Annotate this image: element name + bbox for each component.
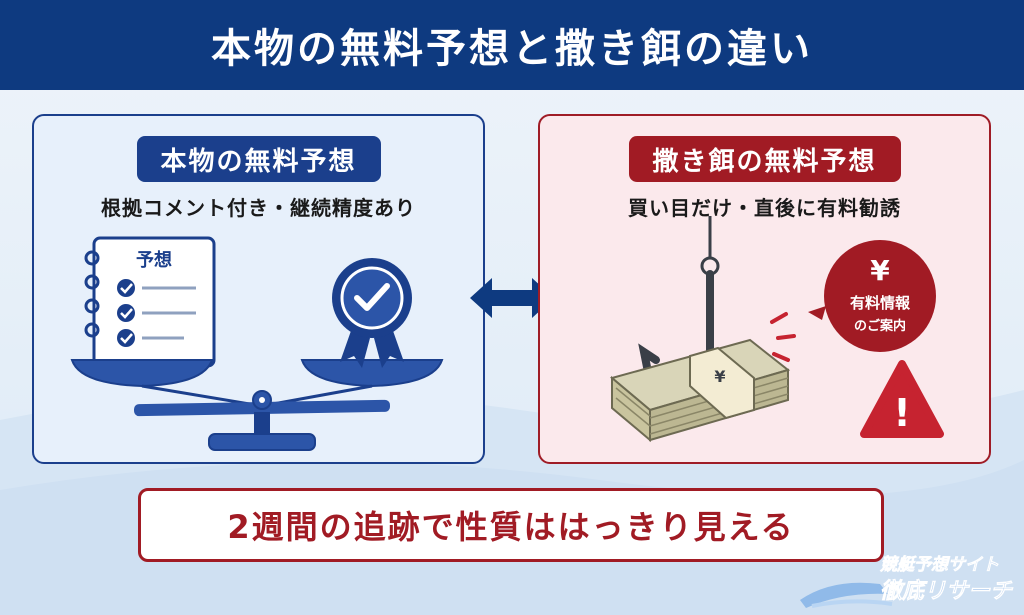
conclusion-text: 2週間の追跡で性質ははっきり見える xyxy=(227,508,795,546)
page-title: 本物の無料予想と撒き餌の違い xyxy=(211,26,813,72)
bubble-line2: のご案内 xyxy=(854,318,906,334)
speech-bubble-icon: ¥ 有料情報 のご案内 xyxy=(808,240,936,352)
warning-icon: ! xyxy=(860,360,944,438)
money-band-symbol: ¥ xyxy=(714,367,725,386)
notepad-label: 予想 xyxy=(136,249,172,271)
swap-arrow-icon xyxy=(470,278,554,318)
award-badge-icon xyxy=(332,258,412,368)
bubble-yen: ¥ xyxy=(870,254,890,287)
logo-line1: 競艇予想サイト xyxy=(880,555,999,575)
logo-line2: 徹底リサーチ xyxy=(880,578,1014,604)
bait-illustration: ¥ ¥ 有料情報 のご案内 ! xyxy=(609,216,944,443)
title-banner: 本物の無料予想と撒き餌の違い xyxy=(0,0,1024,90)
bait-heading: 撒き餌の無料予想 xyxy=(628,136,901,182)
warning-mark: ! xyxy=(893,391,910,435)
genuine-heading: 本物の無料予想 xyxy=(136,136,381,182)
genuine-prediction-panel: 本物の無料予想 根拠コメント付き・継続精度あり 予想 xyxy=(32,114,485,464)
alert-marks xyxy=(770,312,796,362)
bubble-line1: 有料情報 xyxy=(850,294,911,312)
scale-illustration: 予想 xyxy=(70,236,444,451)
bait-prediction-panel: 撒き餌の無料予想 買い目だけ・直後に有料勧誘 ¥ xyxy=(538,114,991,464)
money-stack-icon: ¥ xyxy=(609,338,791,443)
scale-icon xyxy=(70,359,444,451)
conclusion-box: 2週間の追跡で性質ははっきり見える xyxy=(138,488,884,562)
bait-subtitle: 買い目だけ・直後に有料勧誘 xyxy=(628,196,901,220)
notepad-icon: 予想 xyxy=(84,236,216,368)
genuine-subtitle: 根拠コメント付き・継続精度あり xyxy=(101,196,416,220)
site-logo: 競艇予想サイト 徹底リサーチ xyxy=(800,555,1014,608)
checkmark-icon xyxy=(117,279,135,347)
